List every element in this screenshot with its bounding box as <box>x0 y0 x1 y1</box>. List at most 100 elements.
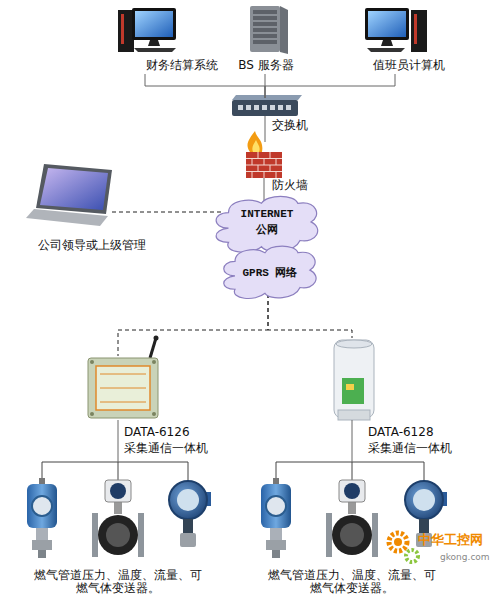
firewall-icon-part <box>252 140 259 152</box>
rtu-6126 <box>88 336 159 419</box>
watermark-logo-part <box>394 538 402 546</box>
rtu-6128-part <box>336 340 372 348</box>
finance-computer-part <box>134 48 176 52</box>
watermark-logo <box>389 533 418 562</box>
sensor-bus-part <box>42 462 188 481</box>
bs-server <box>250 6 288 54</box>
node-label: GPRS 网络 <box>230 266 310 280</box>
cloud-outline <box>224 246 316 298</box>
connector-line <box>265 74 266 98</box>
node-label: 财务结算系统 <box>140 58 224 72</box>
sensor-bus <box>42 462 424 481</box>
duty-computer-part <box>381 40 393 46</box>
rtu-node: DATA-6126 采集通信一体机 <box>86 356 160 420</box>
network-switch-part <box>232 95 302 100</box>
rtu-6128-part <box>346 384 354 390</box>
duty-computer-part <box>411 10 427 52</box>
pressure-transmitter <box>261 478 291 558</box>
switch-node: 交换机 <box>232 98 298 116</box>
bs-server-part <box>253 28 277 32</box>
node-label: BS 服务器 <box>226 58 306 72</box>
bs-server-part <box>253 10 277 14</box>
node-label: INTERNET 公网 <box>232 206 302 238</box>
bs-server-part <box>253 16 277 20</box>
rtu-6126-part <box>150 338 156 358</box>
cloud-node: GPRS 网络 <box>220 244 320 302</box>
gas-detector <box>169 481 211 547</box>
bs-server-part <box>253 40 277 44</box>
duty-computer <box>365 8 427 52</box>
bs-server-part <box>253 22 277 26</box>
rtu-6126-part <box>90 412 94 416</box>
connector-line <box>118 294 268 356</box>
finance-computer <box>118 8 176 52</box>
duty-computer-part <box>367 48 405 52</box>
firewall-icon-part <box>247 131 262 152</box>
server-node: BS 服务器 <box>234 4 298 74</box>
finance-computer-part <box>148 40 160 46</box>
watermark-url: gkong.com <box>440 551 498 563</box>
rtu-6128-part <box>334 340 374 418</box>
firewall-icon <box>246 131 282 178</box>
duty-computer-part <box>414 14 417 44</box>
firewall-icon-part <box>246 152 282 178</box>
rtu-6126-part <box>154 336 159 341</box>
node-label: 防火墙 <box>272 178 322 192</box>
node-label: 燃气管道压力、温度、流量、可燃气体变送器。 <box>32 569 205 595</box>
network-switch <box>232 95 302 116</box>
node-label: 交换机 <box>272 118 322 132</box>
rtu-6126-part <box>152 412 156 416</box>
finance-computer-part <box>132 8 176 40</box>
rtu-6126-part <box>90 360 94 364</box>
finance-computer-part <box>135 11 173 37</box>
rtu-6128 <box>334 340 374 420</box>
finance-computer-part <box>118 10 134 52</box>
watermark-logo-part <box>406 550 418 562</box>
laptop-icon <box>26 164 112 226</box>
rtu-node: DATA-6128 采集通信一体机 <box>332 338 376 420</box>
network-switch-part <box>286 105 291 110</box>
computer-node: 值班员计算机 <box>355 4 460 74</box>
watermark-text: 中华工控网 <box>418 532 498 548</box>
bs-server-part <box>280 6 288 54</box>
network-switch-part <box>232 100 298 116</box>
sensor-group: 燃气管道压力、温度、流量、可燃气体变送器。 <box>18 462 218 560</box>
network-switch-part <box>246 105 251 110</box>
connector-line <box>265 74 395 98</box>
firewall-node: 防火墙 <box>246 142 282 178</box>
duty-computer-part <box>365 8 409 40</box>
rtu-6128-part <box>342 378 364 404</box>
flow-meter <box>92 480 144 557</box>
sensor-bus-part <box>276 462 424 481</box>
rtu-6126-part <box>88 358 158 418</box>
pressure-transmitter <box>27 478 57 558</box>
node-label: DATA-6128 采集通信一体机 <box>368 424 468 456</box>
connector-line <box>268 294 352 338</box>
network-switch-part <box>238 105 243 110</box>
bs-server-part <box>253 34 277 38</box>
network-switch-part <box>278 105 283 110</box>
connector-line <box>118 420 119 462</box>
laptop-icon-part <box>36 164 112 214</box>
connector-line <box>112 212 222 213</box>
flow-meter <box>326 480 378 557</box>
computer-node: 财务结算系统 <box>112 4 222 74</box>
watermark-logo-part <box>389 533 407 551</box>
connector-line <box>352 420 353 462</box>
cloud-outline <box>216 196 318 252</box>
rtu-6126-part <box>96 366 150 410</box>
connector-line <box>145 74 265 98</box>
rtu-6126-part <box>152 360 156 364</box>
network-switch-part <box>262 105 267 110</box>
connector-line <box>264 178 265 202</box>
rtu-6128-part <box>338 410 370 420</box>
firewall-icon-part <box>246 152 282 178</box>
laptop-icon-part <box>40 168 108 210</box>
network-switch-part <box>270 105 275 110</box>
node-label: 公司领导或上级管理 <box>22 238 162 252</box>
node-label: DATA-6126 采集通信一体机 <box>124 424 224 456</box>
bs-server-part <box>250 6 280 52</box>
node-label: 燃气管道压力、温度、流量、可燃气体变送器。 <box>266 569 439 595</box>
